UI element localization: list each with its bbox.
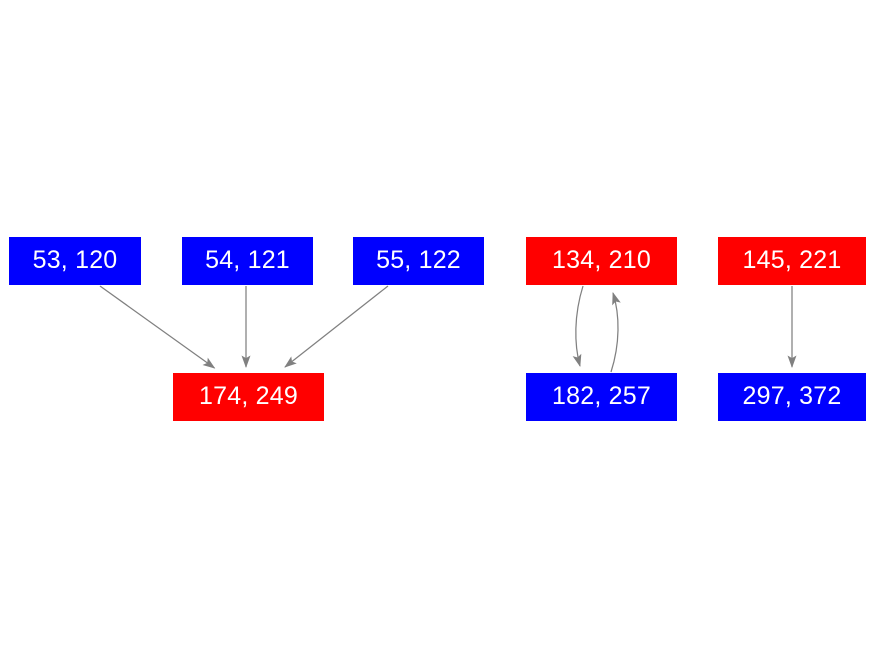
edge-n55-to-n174 (284, 285, 389, 368)
node-label: 134, 210 (552, 245, 651, 274)
graph-node-297-372[interactable]: 297, 372 (718, 373, 866, 421)
graph-node-145-221[interactable]: 145, 221 (718, 237, 866, 285)
node-label: 297, 372 (742, 381, 842, 410)
graph-node-53-120[interactable]: 53, 120 (9, 237, 141, 285)
node-label: 55, 122 (376, 245, 461, 274)
node-label: 182, 257 (552, 381, 651, 410)
node-label: 54, 121 (205, 245, 290, 274)
node-label: 145, 221 (742, 245, 842, 274)
graph-node-54-121[interactable]: 54, 121 (182, 237, 313, 285)
graph-node-55-122[interactable]: 55, 122 (353, 237, 484, 285)
graph-node-182-257[interactable]: 182, 257 (526, 373, 677, 421)
graph-node-174-249[interactable]: 174, 249 (173, 373, 324, 421)
node-label: 174, 249 (199, 381, 298, 410)
graph-node-134-210[interactable]: 134, 210 (526, 237, 677, 285)
edge-n53-to-n174 (99, 285, 216, 369)
edge-n134-to-n182 (572, 285, 584, 367)
edge-n182-to-n134 (610, 292, 621, 373)
node-label: 53, 120 (32, 245, 118, 274)
